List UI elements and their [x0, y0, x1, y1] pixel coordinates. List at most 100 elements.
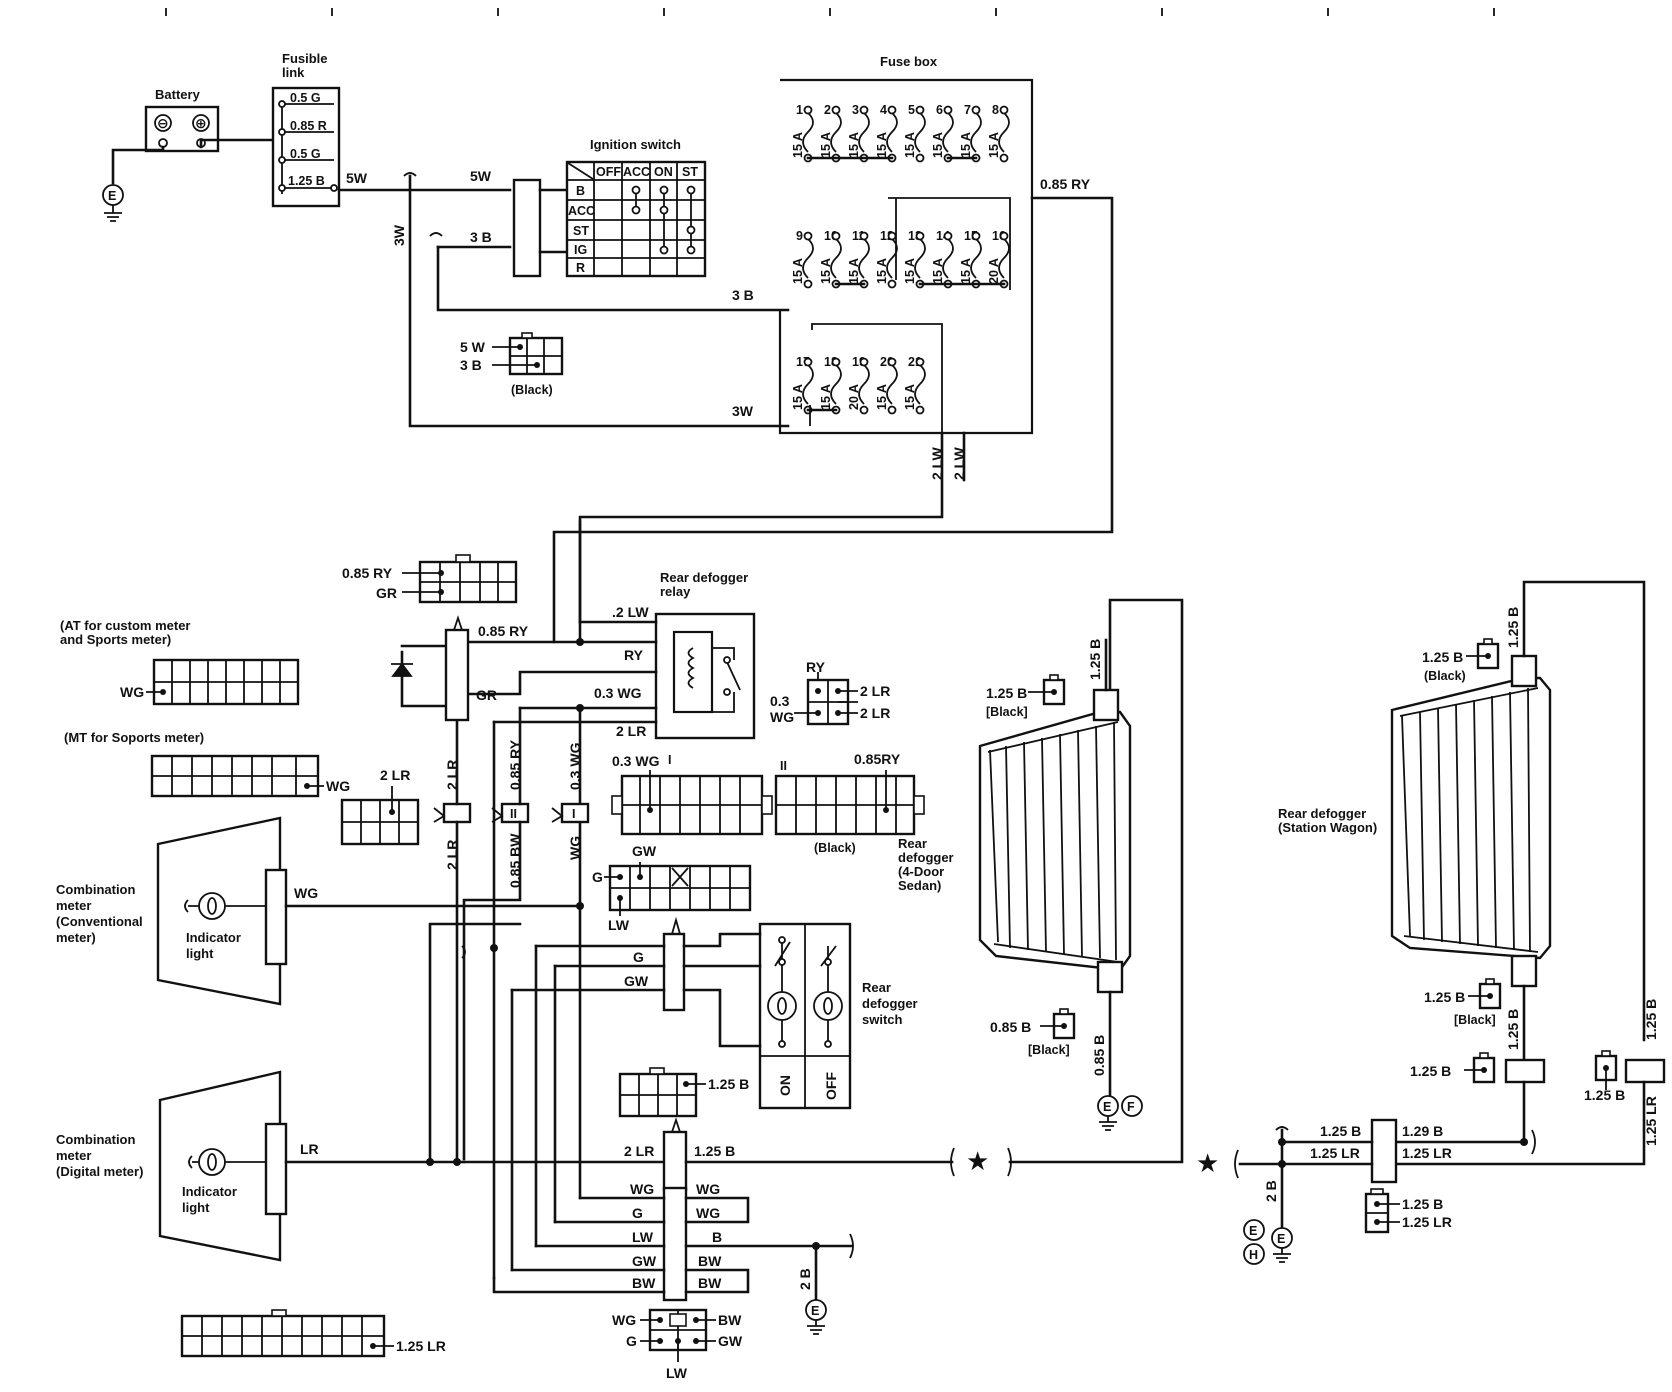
- connector-125b-switch: 1.25 B: [618, 1067, 749, 1118]
- conn-wg-mt: WG: [326, 778, 350, 794]
- fuse-number: 4: [880, 103, 887, 117]
- wire-2lr-relay: 2 LR: [616, 723, 646, 739]
- fuse-amps: 15 A: [875, 132, 889, 158]
- wire-2b-bottom: 2 B: [797, 1268, 813, 1290]
- connector-gw-g-lw: GW G LW: [592, 843, 752, 933]
- fuse-2: 215 A: [819, 103, 842, 163]
- ground-eh-wagon: E E H: [1243, 1219, 1293, 1265]
- connector-5w-3b: 5 W 3 B (Black): [460, 332, 564, 397]
- fuse-4: 4 15 A: [875, 103, 898, 163]
- combination-meter-digital: Combination meter (Digital meter) Indica…: [56, 1070, 288, 1262]
- svg-text:defogger: defogger: [898, 850, 954, 865]
- fuse-amps: 15 A: [875, 258, 889, 284]
- wire-125b-bottom: 1.25 B: [694, 1143, 735, 1159]
- inline-ii: II: [510, 807, 517, 821]
- svg-text:1.25 B: 1.25 B: [1422, 649, 1463, 665]
- svg-text:Indicator: Indicator: [186, 930, 241, 945]
- fuse-amps: 15 A: [819, 384, 833, 410]
- svg-text:(4-Door: (4-Door: [898, 864, 944, 879]
- fuse-amps: 15 A: [903, 384, 917, 410]
- relay-title-2: relay: [660, 584, 691, 599]
- ignition-title: Ignition switch: [590, 137, 681, 152]
- svg-text:meter): meter): [56, 930, 96, 945]
- svg-text:light: light: [186, 946, 214, 961]
- fuse-box-title: Fuse box: [880, 54, 938, 69]
- fusible-title-2: link: [282, 65, 305, 80]
- conn-wg-at: WG: [120, 684, 144, 700]
- svg-text:(Black): (Black): [1424, 669, 1466, 683]
- fusible-link-3: 0.5 G: [290, 147, 321, 161]
- connector-bottom-5pin: WG G BW GW LW: [612, 1308, 743, 1381]
- combination-meter-conventional: Combination meter (Conventional meter) I…: [56, 816, 288, 1006]
- wire-2lw-relay: .2 LW: [612, 604, 649, 620]
- svg-text:[Black]: [Black]: [1028, 1043, 1070, 1057]
- fuse-amps: 15 A: [791, 384, 805, 410]
- switch-off-label: OFF: [823, 1072, 839, 1100]
- switch-on-label: ON: [777, 1075, 793, 1096]
- wire-lr-meter: LR: [300, 1141, 319, 1157]
- ign-row-ig: IG: [574, 243, 587, 257]
- rear-defogger-sedan: [978, 688, 1132, 994]
- wire-125b-wagon-top: 1.25 B: [1505, 607, 1521, 648]
- switch-title-1: Rear: [862, 980, 891, 995]
- fuse-amps: 15 A: [847, 258, 861, 284]
- battery-neg-terminal: ⊖: [157, 115, 169, 131]
- svg-text:[Black]: [Black]: [986, 705, 1028, 719]
- wire-2lw-a: 2 LW: [929, 447, 945, 480]
- fusible-link-2: 0.85 R: [290, 119, 327, 133]
- wire-wg-meter: WG: [294, 885, 318, 901]
- fuse-number: 8: [992, 103, 999, 117]
- fuse-5: 515 A: [903, 103, 926, 163]
- conn-125b-switch: 1.25 B: [708, 1076, 749, 1092]
- conn-2lr-b: 2 LR: [860, 705, 890, 721]
- tb-b-right: B: [712, 1229, 722, 1245]
- battery-pos-terminal: ⊕: [195, 115, 207, 131]
- rear-defogger-wagon: Rear defogger (Station Wagon): [1278, 654, 1552, 988]
- wire-085ry-fuse: 0.85 RY: [1040, 176, 1091, 192]
- wire-125lr-wagon-h2: 1.25 LR: [1402, 1145, 1452, 1161]
- connector-2lr: 2 LR: [340, 767, 420, 846]
- svg-text:H: H: [1249, 1248, 1258, 1262]
- fuse-3: 315 A: [847, 103, 870, 163]
- wire-085ry-vert: 0.85 RY: [507, 739, 523, 790]
- fuse-number: 2: [824, 103, 831, 117]
- connector-wagon-125b-125lr: 1.25 B 1.25 LR: [1364, 1188, 1452, 1234]
- fuse-amps: 15 A: [791, 258, 805, 284]
- fusible-link-4: 1.25 B: [288, 174, 325, 188]
- ign-row-acc: ACC: [568, 204, 595, 218]
- conn-5w-label: 5 W: [460, 339, 486, 355]
- wire-125b-wagon-mid: 1.25 B: [1505, 1009, 1521, 1050]
- wire-3b-b: 3 B: [732, 287, 754, 303]
- at-meter-title-2: and Sports meter): [60, 632, 171, 647]
- fuse-amps: 15 A: [959, 258, 973, 284]
- connector-mt-meter: (MT for Soports meter) WG: [64, 730, 350, 798]
- svg-text:E: E: [1103, 1100, 1111, 1114]
- conn-085ry-label: 0.85 RY: [342, 565, 393, 581]
- connector-125b-wagon-right: 1.25 B: [1584, 1050, 1625, 1103]
- ground-e-battery: E: [102, 184, 124, 222]
- wire-085b-sedan: 0.85 B: [1091, 1035, 1107, 1076]
- fuse-amps: 15 A: [959, 132, 973, 158]
- wire-03wg-relay: 0.3 WG: [594, 685, 642, 701]
- connector-defogger-i: 0.3 WG I: [611, 753, 773, 836]
- conn-03-label: 0.3: [770, 693, 790, 709]
- conn-gr-label: GR: [376, 585, 397, 601]
- fuse-amps: 15 A: [987, 132, 1001, 158]
- fuse-amps: 15 A: [847, 132, 861, 158]
- fuse-number: 7: [964, 103, 971, 117]
- tb-bw-right: BW: [698, 1253, 722, 1269]
- cb-lw: LW: [666, 1365, 688, 1381]
- svg-text:1.25 B: 1.25 B: [1402, 1196, 1443, 1212]
- star-left: ★: [966, 1146, 989, 1176]
- rear-defogger-switch: ON OFF Rear defogger switch: [758, 922, 918, 1110]
- conn-g-label: G: [592, 869, 603, 885]
- rear-defogger-relay: Rear defogger relay: [654, 570, 756, 740]
- fuse-1: 115 A: [791, 103, 814, 163]
- switch-title-3: switch: [862, 1012, 903, 1027]
- wire-3w-vert: 3W: [391, 224, 407, 246]
